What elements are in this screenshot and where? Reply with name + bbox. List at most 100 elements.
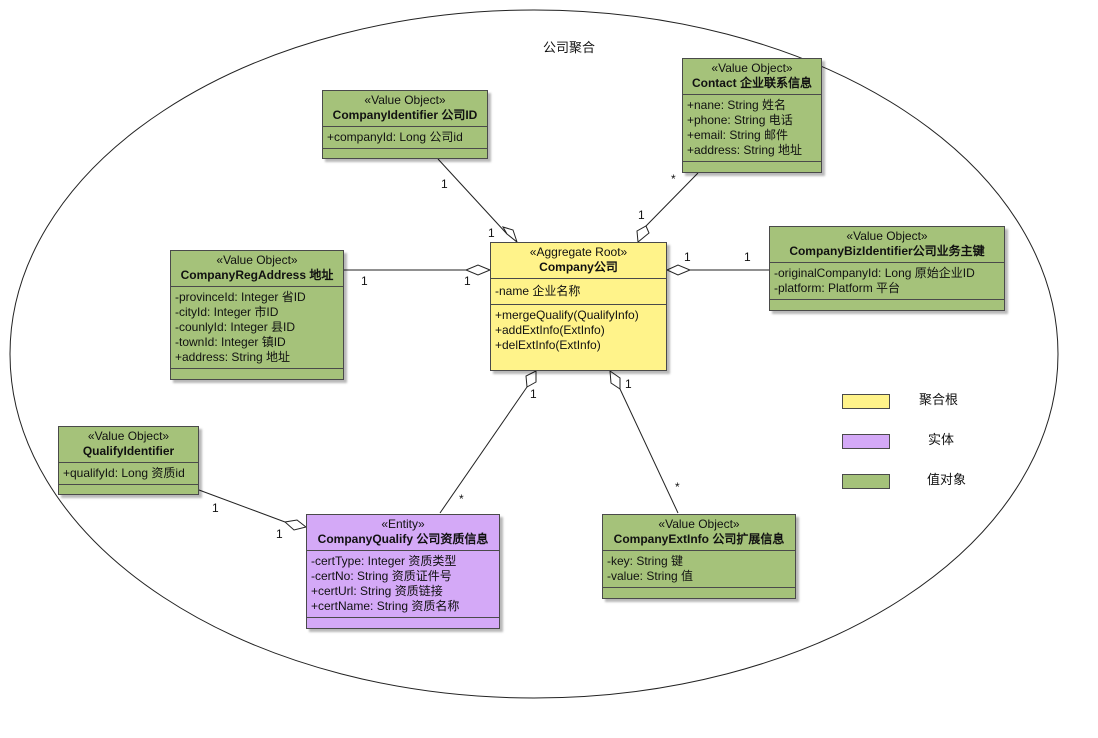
class-qualify-identifier[interactable]: «Value Object» QualifyIdentifier +qualif… xyxy=(58,426,199,495)
legend-swatch-value-object xyxy=(842,474,890,489)
class-contact[interactable]: «Value Object» Contact 企业联系信息 +nane: Str… xyxy=(682,58,822,173)
link-identifier xyxy=(437,158,508,235)
class-attributes: -key: String 键 -value: String 值 xyxy=(603,551,795,588)
class-header: «Value Object» CompanyIdentifier 公司ID xyxy=(323,91,487,127)
class-attribute: -townId: Integer 镇ID xyxy=(175,335,286,349)
multiplicity-label: * xyxy=(671,172,676,186)
class-stereotype: «Entity» xyxy=(381,517,425,531)
multiplicity-label: 1 xyxy=(212,501,219,515)
class-company-ext-info[interactable]: «Value Object» CompanyExtInfo 公司扩展信息 -ke… xyxy=(602,514,796,599)
class-attribute: -certNo: String 资质证件号 xyxy=(311,569,452,583)
class-attribute: +certUrl: String 资质链接 xyxy=(311,584,443,598)
class-attribute: -originalCompanyId: Long 原始企业ID xyxy=(774,266,975,280)
class-attribute: -key: String 键 xyxy=(607,554,684,568)
class-attribute: -value: String 值 xyxy=(607,569,694,583)
aggregation-diamond xyxy=(609,369,621,390)
multiplicity-label: * xyxy=(675,480,680,494)
class-name: CompanyQualify 公司资质信息 xyxy=(317,532,489,546)
link-qualify-identifier xyxy=(198,489,286,523)
class-header: «Value Object» QualifyIdentifier xyxy=(59,427,198,463)
aggregation-diamond xyxy=(464,264,492,276)
class-operation: +mergeQualify(QualifyInfo) xyxy=(495,308,639,322)
aggregation-diamond xyxy=(501,226,519,244)
class-attribute: -counlyId: Integer 县ID xyxy=(175,320,296,334)
class-attribute: +address: String 地址 xyxy=(687,143,803,157)
class-attribute: +nane: String 姓名 xyxy=(687,98,787,112)
class-attribute: -name 企业名称 xyxy=(495,284,581,298)
class-stereotype: «Value Object» xyxy=(87,429,170,443)
class-attribute: +qualifyId: Long 资质id xyxy=(63,466,185,480)
multiplicity-label: 1 xyxy=(744,250,751,264)
aggregation-diamond xyxy=(665,264,692,276)
class-stereotype: «Value Object» xyxy=(658,517,740,531)
multiplicity-label: 1 xyxy=(488,226,495,240)
class-attribute: +phone: String 电话 xyxy=(687,113,793,127)
class-company-aggregate-root[interactable]: «Aggregate Root» Company公司 -name 企业名称 +m… xyxy=(490,242,667,371)
multiplicity-label: 1 xyxy=(684,250,691,264)
class-operations xyxy=(323,149,487,156)
class-name: CompanyExtInfo 公司扩展信息 xyxy=(613,532,785,546)
multiplicity-label: 1 xyxy=(276,527,283,541)
class-operations xyxy=(770,300,1004,307)
legend-swatch-aggregate-root xyxy=(842,394,890,409)
class-stereotype: «Value Object» xyxy=(711,61,793,75)
class-name: CompanyRegAddress 地址 xyxy=(180,268,334,282)
class-operations xyxy=(171,369,343,376)
class-attributes: +companyId: Long 公司id xyxy=(323,127,487,149)
class-header: «Value Object» CompanyExtInfo 公司扩展信息 xyxy=(603,515,795,551)
link-ext-info xyxy=(619,388,679,514)
link-company-qualify xyxy=(439,386,528,514)
class-attributes: -originalCompanyId: Long 原始企业ID -platfor… xyxy=(770,263,1004,300)
class-operations: +mergeQualify(QualifyInfo) +addExtInfo(E… xyxy=(491,305,666,356)
aggregate-boundary xyxy=(9,9,1059,699)
class-name: CompanyIdentifier 公司ID xyxy=(332,108,478,122)
class-header: «Value Object» Contact 企业联系信息 xyxy=(683,59,821,95)
class-company-biz-identifier[interactable]: «Value Object» CompanyBizIdentifier公司业务主… xyxy=(769,226,1005,311)
class-company-qualify-entity[interactable]: «Entity» CompanyQualify 公司资质信息 -certType… xyxy=(306,514,500,629)
class-stereotype: «Value Object» xyxy=(364,93,446,107)
class-attributes: -certType: Integer 资质类型 -certNo: String … xyxy=(307,551,499,618)
class-name: Contact 企业联系信息 xyxy=(691,76,812,90)
class-header: «Aggregate Root» Company公司 xyxy=(491,243,666,279)
multiplicity-label: * xyxy=(459,492,464,506)
class-name: Company公司 xyxy=(539,260,618,274)
class-header: «Value Object» CompanyBizIdentifier公司业务主… xyxy=(770,227,1004,263)
class-name: QualifyIdentifier xyxy=(82,444,175,458)
legend-label-entity: 实体 xyxy=(928,432,955,447)
diagram-title: 公司聚合 xyxy=(543,40,596,55)
class-stereotype: «Value Object» xyxy=(216,253,298,267)
multiplicity-label: 1 xyxy=(638,208,645,222)
class-attribute: +companyId: Long 公司id xyxy=(327,130,463,144)
class-attribute: +certName: String 资质名称 xyxy=(311,599,460,613)
class-attributes: +nane: String 姓名 +phone: String 电话 +emai… xyxy=(683,95,821,162)
class-operations xyxy=(307,618,499,625)
aggregation-diamond xyxy=(636,225,650,243)
class-header: «Entity» CompanyQualify 公司资质信息 xyxy=(307,515,499,551)
class-attribute: -certType: Integer 资质类型 xyxy=(311,554,457,568)
class-attribute: -provinceId: Integer 省ID xyxy=(175,290,306,304)
class-attributes: +qualifyId: Long 资质id xyxy=(59,463,198,485)
class-attribute: -cityId: Integer 市ID xyxy=(175,305,279,319)
class-name: CompanyBizIdentifier公司业务主键 xyxy=(789,244,985,258)
multiplicity-label: 1 xyxy=(441,177,448,191)
class-operations xyxy=(59,485,198,492)
multiplicity-label: 1 xyxy=(530,387,537,401)
link-contact xyxy=(645,172,699,227)
class-attributes: -provinceId: Integer 省ID -cityId: Intege… xyxy=(171,287,343,369)
class-company-identifier[interactable]: «Value Object» CompanyIdentifier 公司ID +c… xyxy=(322,90,488,159)
legend-label-value-object: 值对象 xyxy=(927,472,967,487)
legend-swatch-entity xyxy=(842,434,890,449)
class-attribute: +address: String 地址 xyxy=(175,350,291,364)
class-stereotype: «Aggregate Root» xyxy=(529,245,628,259)
multiplicity-label: 1 xyxy=(625,377,632,391)
aggregation-diamond xyxy=(525,370,537,388)
class-operation: +delExtInfo(ExtInfo) xyxy=(495,338,601,352)
class-operation: +addExtInfo(ExtInfo) xyxy=(495,323,605,337)
class-attribute: +email: String 邮件 xyxy=(687,128,789,142)
class-operations xyxy=(603,588,795,595)
multiplicity-label: 1 xyxy=(361,274,368,288)
class-company-reg-address[interactable]: «Value Object» CompanyRegAddress 地址 -pro… xyxy=(170,250,344,380)
class-stereotype: «Value Object» xyxy=(846,229,928,243)
legend-label-aggregate-root: 聚合根 xyxy=(919,392,959,407)
aggregation-diamond xyxy=(283,519,308,531)
